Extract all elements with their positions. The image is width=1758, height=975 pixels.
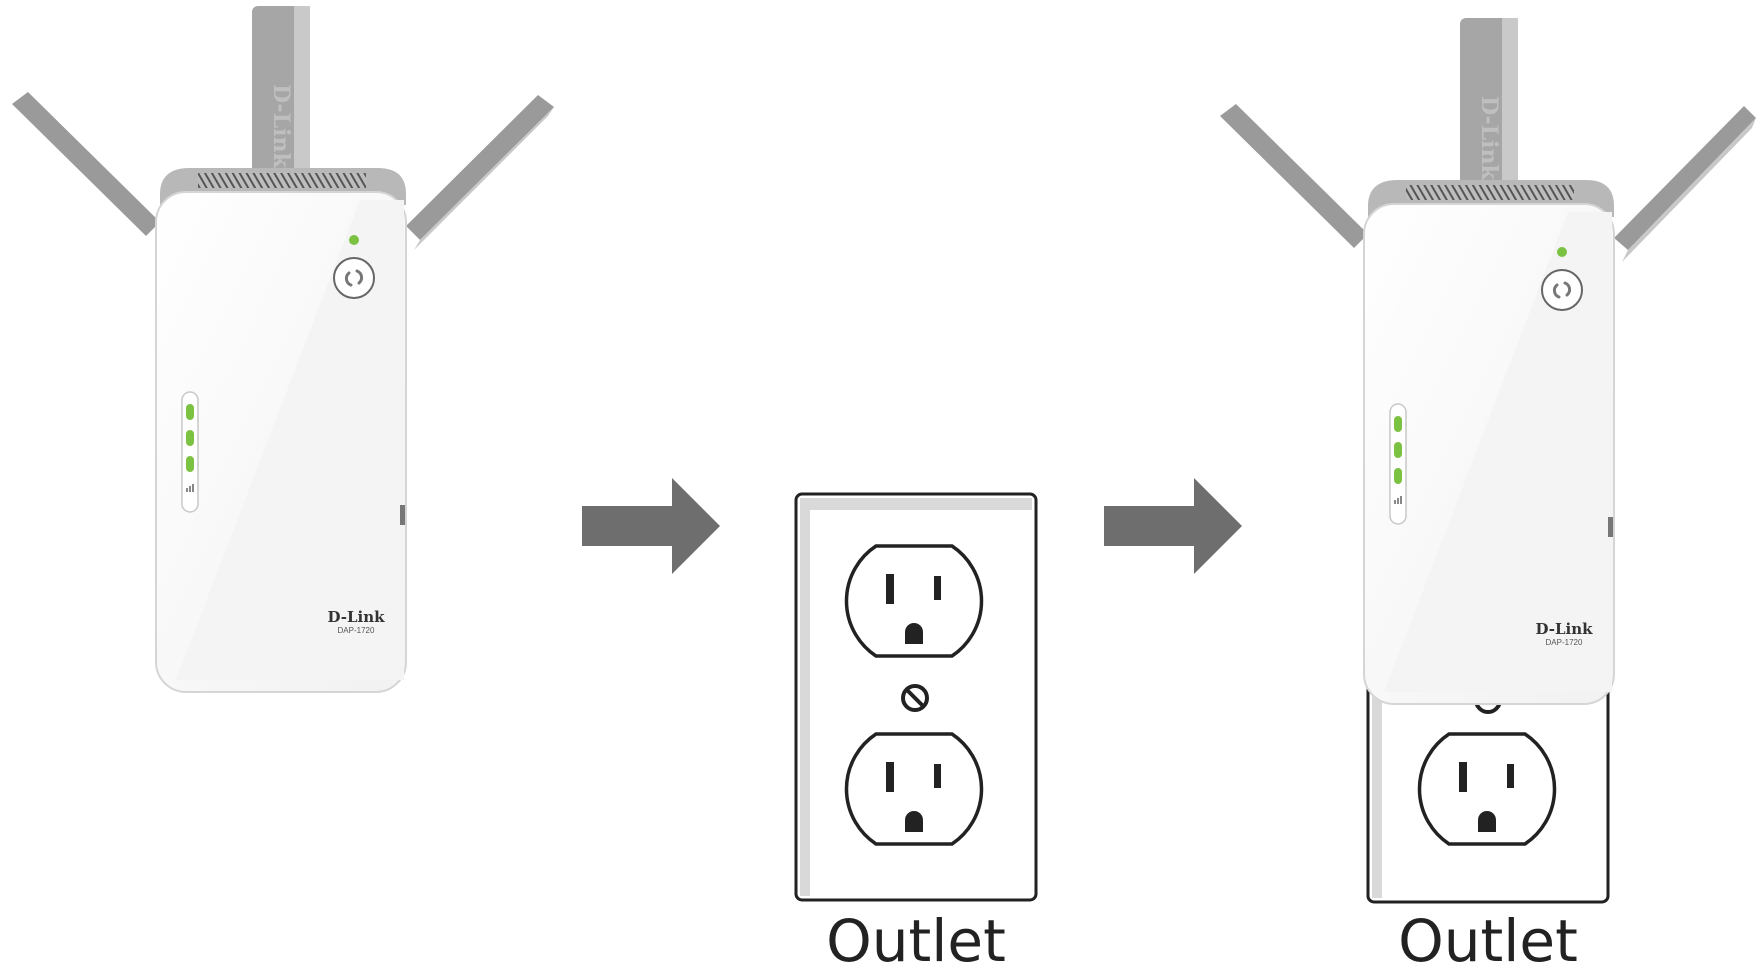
right-antenna bbox=[1614, 106, 1756, 262]
extender-step1: D-Link bbox=[12, 6, 554, 693]
wps-button bbox=[1541, 269, 1583, 311]
bottom-receptacle bbox=[844, 732, 984, 846]
plugged-in-step3: D-Link bbox=[1220, 18, 1756, 904]
antenna-brand-label: D-Link bbox=[268, 84, 294, 168]
top-receptacle bbox=[844, 544, 984, 658]
extender-step3: D-Link bbox=[1220, 18, 1756, 705]
signal-led-strip bbox=[1389, 403, 1407, 525]
signal-bars-icon bbox=[186, 484, 194, 492]
arrow-right-icon bbox=[1104, 478, 1242, 574]
left-antenna bbox=[1220, 104, 1376, 248]
left-antenna bbox=[12, 92, 168, 236]
wps-button bbox=[333, 257, 375, 299]
top-antenna: D-Link bbox=[252, 6, 310, 182]
outlet-caption-step2: Outlet bbox=[826, 907, 1006, 975]
model-label: DAP-1720 bbox=[338, 626, 375, 635]
outlet-caption-step3: Outlet bbox=[1398, 907, 1578, 975]
signal-bars-icon bbox=[1394, 496, 1402, 504]
arrow-right-icon bbox=[582, 478, 720, 574]
wps-icon bbox=[344, 269, 364, 287]
device-body bbox=[1363, 203, 1615, 705]
brand-logo: D-Link bbox=[1535, 620, 1593, 638]
power-led bbox=[1557, 247, 1567, 257]
brand-logo: D-Link bbox=[327, 608, 385, 626]
power-led bbox=[349, 235, 359, 245]
right-antenna bbox=[406, 95, 554, 250]
wall-outlet-step2 bbox=[794, 492, 1038, 902]
model-label: DAP-1720 bbox=[1546, 638, 1583, 647]
screw-icon bbox=[901, 684, 929, 712]
wps-icon bbox=[1552, 281, 1572, 299]
bottom-receptacle bbox=[1417, 732, 1557, 846]
antenna-brand-label: D-Link bbox=[1476, 96, 1502, 180]
device-body bbox=[155, 191, 407, 693]
top-antenna: D-Link bbox=[1460, 18, 1518, 194]
signal-led-strip bbox=[181, 391, 199, 513]
